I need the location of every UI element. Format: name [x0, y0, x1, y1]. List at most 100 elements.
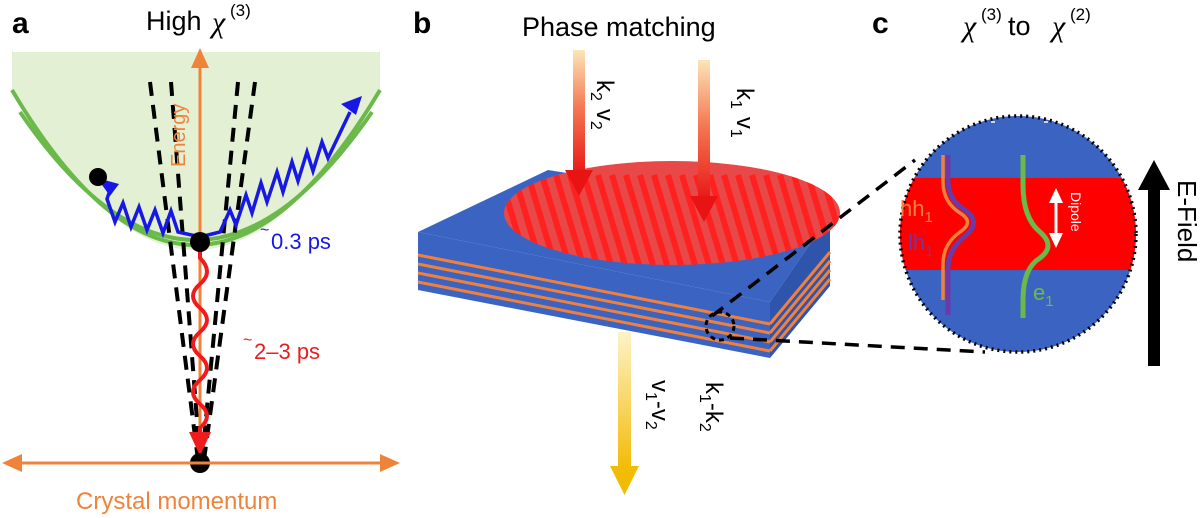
electron-dot-left [89, 168, 107, 186]
e1-label-text: e [1033, 280, 1045, 305]
beam-1-label: k1v1 [727, 88, 758, 138]
output-k1-sub: 1 [696, 394, 713, 403]
beam-1-k: k [731, 88, 758, 101]
panel-c-title-sup-1: (3) [981, 5, 1002, 24]
panel-c-title-chi-1: χ [960, 10, 977, 43]
hh1-label-text: hh [900, 196, 924, 221]
top-marker-2 [1044, 121, 1048, 123]
beam-1-head [690, 196, 718, 222]
panel-a-title-text: High [146, 6, 202, 36]
e-field-arrowhead [1138, 160, 1170, 190]
svg-text:k1-k2: k1-k2 [696, 382, 727, 432]
svg-text:v1-v2: v1-v2 [642, 380, 673, 430]
conduction-band-fill-top [12, 52, 380, 243]
zoom-connector-lower [729, 336, 986, 354]
beam-2-k-sub: 2 [587, 92, 604, 101]
svg-text:k1v1: k1v1 [727, 88, 758, 138]
output-k-label: k1-k2 [696, 382, 727, 432]
light-cone-right-inner [200, 81, 240, 461]
output-v-minus: -v [646, 401, 673, 421]
zoom-connector-upper [710, 158, 917, 318]
slow-time-value: 2–3 ps [254, 339, 320, 364]
top-marker-1 [991, 121, 995, 123]
slow-time-tilde: ~ [243, 332, 252, 349]
wafer-front-face [418, 232, 770, 358]
panel-a: a High χ (3) Energy [2, 1, 400, 515]
beam-1-shaft [698, 60, 710, 202]
energy-axis-label: Energy [168, 104, 190, 167]
beam-1-v-sub: 1 [727, 129, 744, 138]
output-beam [610, 332, 639, 495]
panel-b-letter: b [413, 7, 431, 40]
e1-label-sub: 1 [1045, 293, 1053, 310]
output-k: k [700, 382, 727, 395]
dipole-arrowhead-up [1049, 188, 1063, 203]
beam-2-head [565, 170, 593, 196]
output-beam-head [610, 466, 639, 495]
panel-c-title: χ (3) to χ (2) [960, 5, 1091, 43]
momentum-axis-label: Crystal momentum [76, 488, 277, 515]
panel-a-letter: a [12, 7, 29, 40]
output-v-label: v1-v2 [642, 380, 673, 430]
beam-1-v: v [731, 117, 758, 129]
hh1-label-sub: 1 [924, 209, 932, 226]
output-beam-shaft [618, 332, 631, 470]
beam-1-k-sub: 1 [727, 100, 744, 109]
hh1-wavefunction [941, 155, 970, 300]
dipole-arrowhead-down [1049, 233, 1063, 248]
light-cone-right-outer [202, 81, 257, 461]
lh1-label: lh1 [908, 230, 933, 260]
beam-2-k: k [591, 80, 618, 93]
panel-a-title: High χ (3) [146, 1, 251, 39]
panel-b: b Phase matching [413, 7, 840, 495]
panel-a-title-superscript: (3) [230, 1, 251, 20]
magnified-view-border [898, 114, 1138, 354]
blue-arrow-right [203, 111, 352, 238]
quantum-well-layer [900, 178, 1136, 270]
beam-2 [565, 50, 593, 196]
beam-2-v-sub: 2 [587, 121, 604, 130]
beam-2-label: k2v2 [587, 80, 618, 130]
e1-wavefunction [1020, 155, 1051, 318]
panel-c-title-chi-2: χ [1049, 10, 1066, 43]
wafer-layer-stripes [417, 251, 832, 353]
red-arrowhead [189, 432, 211, 456]
panel-c-title-sup-2: (2) [1070, 5, 1091, 24]
blue-arrow-left [105, 189, 197, 239]
beam-2-shaft [573, 50, 585, 176]
slow-time-label: ~ 2–3 ps [243, 332, 320, 364]
beam-1 [690, 60, 718, 222]
hh1-label: hh1 [900, 196, 933, 226]
light-cone-left-outer [148, 81, 200, 461]
panel-b-title: Phase matching [522, 12, 716, 42]
e-field-label: E-Field [1172, 180, 1200, 262]
grating [504, 161, 840, 265]
blue-arrowhead-right [341, 96, 362, 115]
panel-c-title-mid: to [1008, 11, 1031, 41]
e-field-arrow [1138, 160, 1170, 366]
output-k2-sub: 2 [696, 423, 713, 432]
red-wavy-arrow [191, 243, 209, 438]
output-v: v [646, 380, 673, 392]
panel-c: c χ (3) to χ (2) Dipole [872, 5, 1200, 366]
light-cone-left-inner [169, 81, 202, 461]
panel-c-letter: c [872, 7, 889, 40]
output-v2-sub: 2 [642, 421, 659, 430]
fast-time-value: 0.3 ps [271, 229, 331, 254]
fast-time-tilde: ~ [260, 222, 269, 239]
lh1-label-sub: 1 [925, 243, 933, 260]
e-field-arrow-shaft [1148, 186, 1160, 366]
magnified-view: Dipole hh1 lh1 e1 [898, 114, 1138, 354]
lh1-label-text: lh [908, 230, 925, 255]
svg-text:k2v2: k2v2 [587, 80, 618, 130]
dipole-label: Dipole [1068, 192, 1084, 232]
panel-a-title-chi: χ [209, 6, 226, 39]
output-k-minus: -k [700, 403, 727, 424]
fast-time-label: ~ 0.3 ps [260, 222, 331, 254]
output-v1-sub: 1 [642, 392, 659, 401]
beam-2-v: v [591, 109, 618, 121]
band-minimum-dot [190, 232, 210, 252]
momentum-axis-arrowhead-right [380, 454, 400, 472]
energy-axis-arrowhead [191, 48, 209, 68]
